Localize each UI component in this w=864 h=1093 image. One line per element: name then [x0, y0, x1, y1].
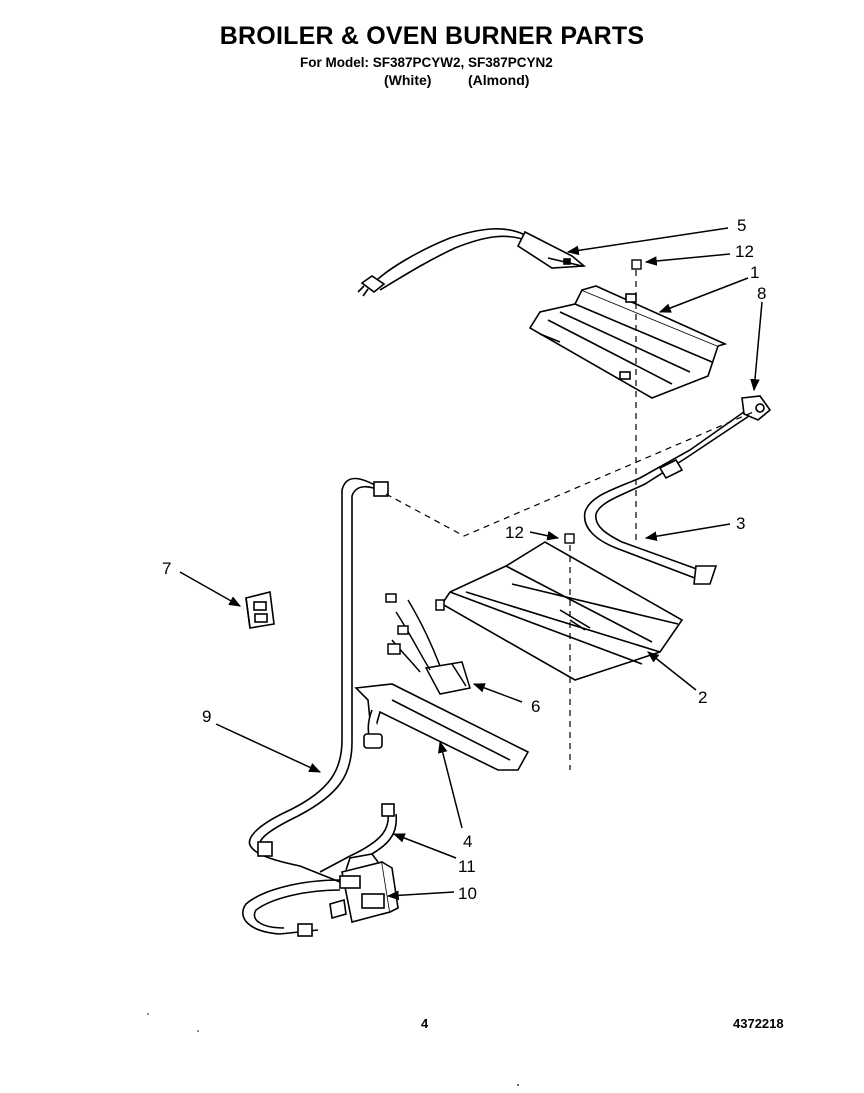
color-white-label: (White)	[384, 72, 432, 88]
leader-12-lower	[529, 531, 560, 541]
leader-10	[386, 890, 455, 901]
color-almond-label: (Almond)	[468, 72, 530, 88]
leader-7	[179, 571, 242, 607]
callout-5: 5	[737, 216, 746, 235]
gas-supply-tube	[248, 477, 389, 887]
callout-9: 9	[202, 707, 211, 726]
callout-8: 8	[757, 284, 766, 303]
broiler-burner-tube	[583, 395, 772, 585]
callout-11: 11	[458, 857, 476, 876]
safety-valve	[329, 853, 399, 923]
leader-lines	[179, 227, 763, 901]
leader-8	[750, 301, 763, 392]
callout-10: 10	[458, 884, 477, 903]
valve-supply-tube	[242, 879, 341, 937]
model-line: For Model: SF387PCYW2, SF387PCYN2	[300, 55, 553, 70]
burner-connector-dashed	[385, 409, 759, 537]
callout-12-upper: 12	[735, 242, 754, 261]
callout-4: 4	[463, 832, 472, 851]
callout-labels: 5 12 1 8 3 12 7 2 6 9 4 11 10	[162, 216, 766, 903]
clip-upper	[631, 259, 642, 270]
leader-5	[566, 227, 729, 256]
leader-9	[215, 723, 322, 773]
bake-baffle	[440, 541, 684, 681]
callout-3: 3	[736, 514, 745, 533]
page-title: BROILER & OVEN BURNER PARTS	[219, 22, 645, 50]
document-number: 4372218	[733, 1016, 784, 1031]
leader-3	[644, 523, 731, 541]
callout-6: 6	[531, 697, 540, 716]
page-number: 4	[421, 1016, 429, 1031]
leader-11	[392, 833, 457, 859]
leader-12-upper	[644, 253, 731, 266]
clip-lower	[564, 533, 575, 544]
switch-block	[245, 591, 275, 629]
callout-1: 1	[750, 263, 759, 282]
leader-4	[438, 740, 463, 829]
scan-specks	[147, 1013, 519, 1086]
bake-burner-bracket	[354, 683, 530, 771]
leader-6	[472, 683, 523, 703]
callout-7: 7	[162, 559, 171, 578]
callout-2: 2	[698, 688, 707, 707]
broiler-igniter	[357, 228, 587, 297]
broiler-deflector	[528, 285, 728, 399]
leader-2	[647, 651, 697, 691]
leader-1	[658, 277, 749, 313]
callout-12-lower: 12	[505, 523, 524, 542]
bake-igniter	[385, 593, 471, 695]
